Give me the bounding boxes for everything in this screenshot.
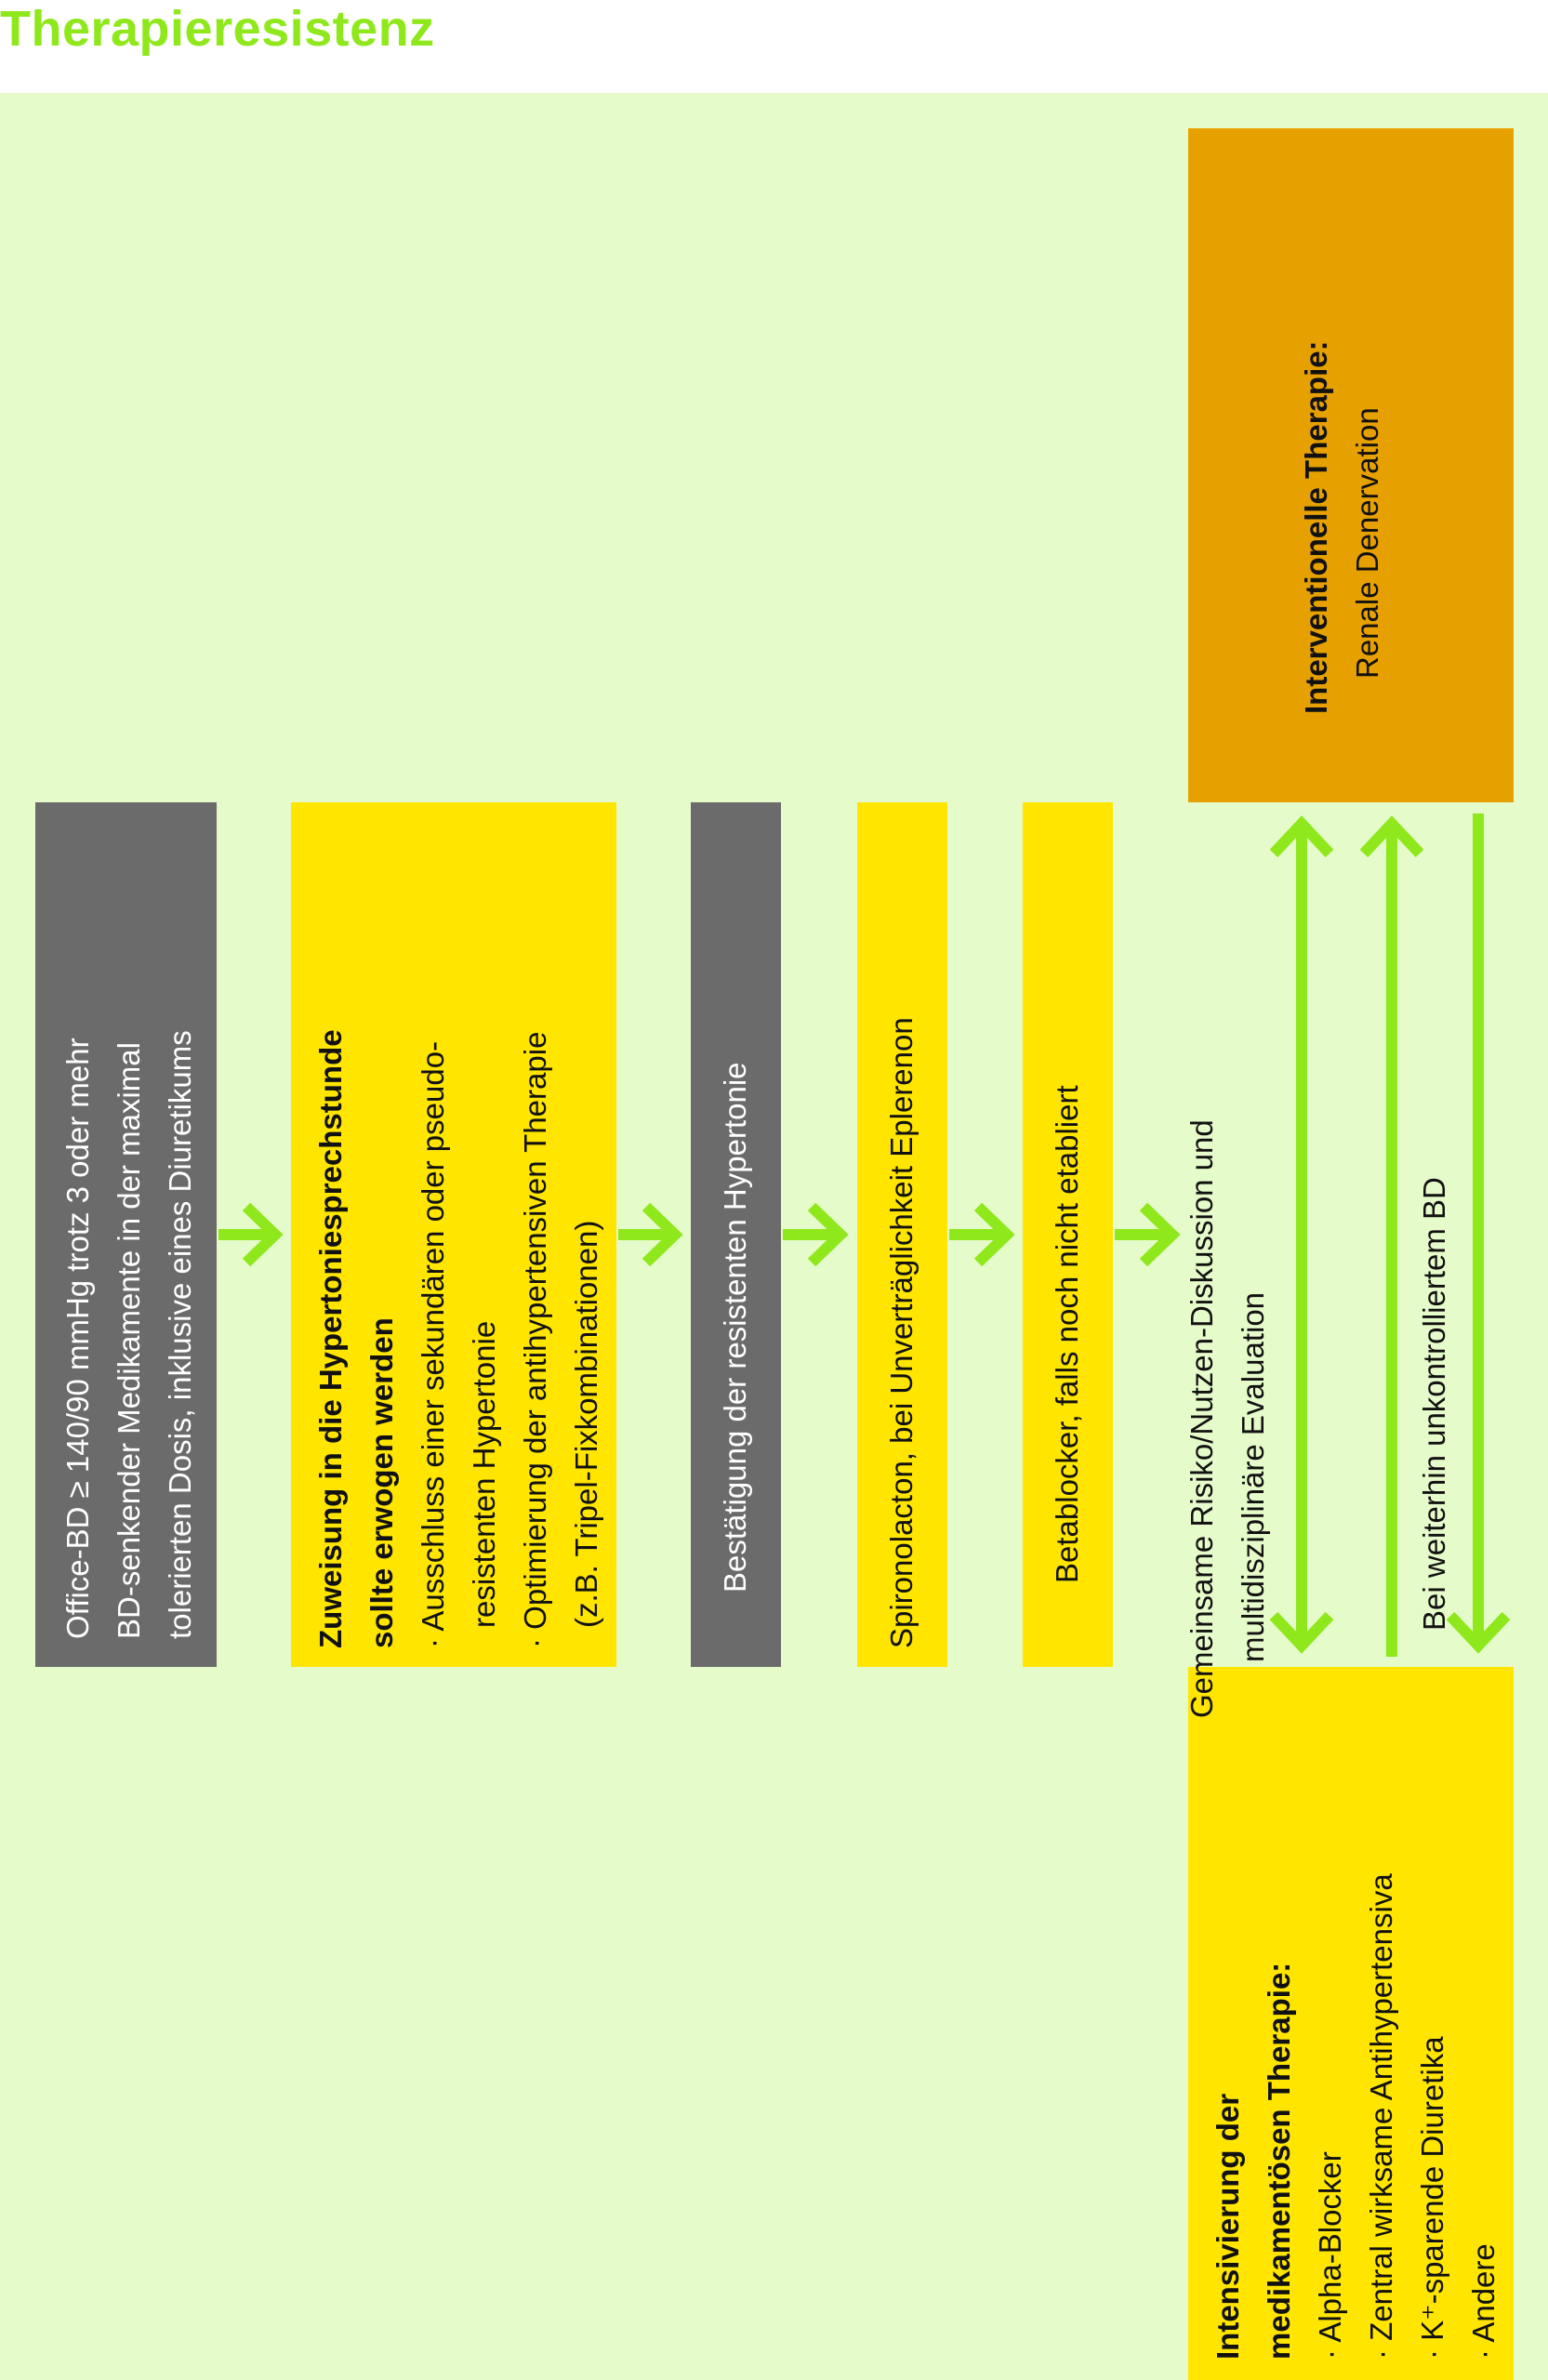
double-arrow-icon (1269, 815, 1334, 1654)
arrow-right-icon (949, 1202, 1015, 1267)
arrow-right-icon (218, 1202, 284, 1267)
arrows-layer (218, 813, 1511, 1657)
flowchart-panel: Office-BD ≥ 140/90 mmHg trotz 3 oder meh… (0, 93, 1548, 2380)
office-bd-box: Office-BD ≥ 140/90 mmHg trotz 3 oder meh… (35, 802, 217, 1667)
arrow-up-icon (1359, 815, 1424, 1657)
arrow-down-icon (1446, 813, 1511, 1654)
intensivierung-box: Intensivierung der medikamentösen Therap… (1188, 1667, 1514, 2380)
betablocker-box: Betablocker, falls noch nicht etabliert (1023, 802, 1113, 1667)
bestaetigung-box: Bestätigung der resistenten Hypertonie (691, 802, 781, 1667)
arrow-right-icon (1115, 1202, 1181, 1267)
zuweisung-box: Zuweisung in die Hypertoniesprechstunde … (291, 802, 616, 1667)
spironolacton-box: Spironolacton, bei Unverträglichkeit Epl… (857, 802, 947, 1667)
interventionell-box: Interventionelle Therapie: Renale Denerv… (1188, 128, 1514, 802)
arrow-right-icon (618, 1202, 683, 1267)
arrow-right-icon (783, 1202, 849, 1267)
page-title: Therapieresistenz (0, 1, 435, 57)
